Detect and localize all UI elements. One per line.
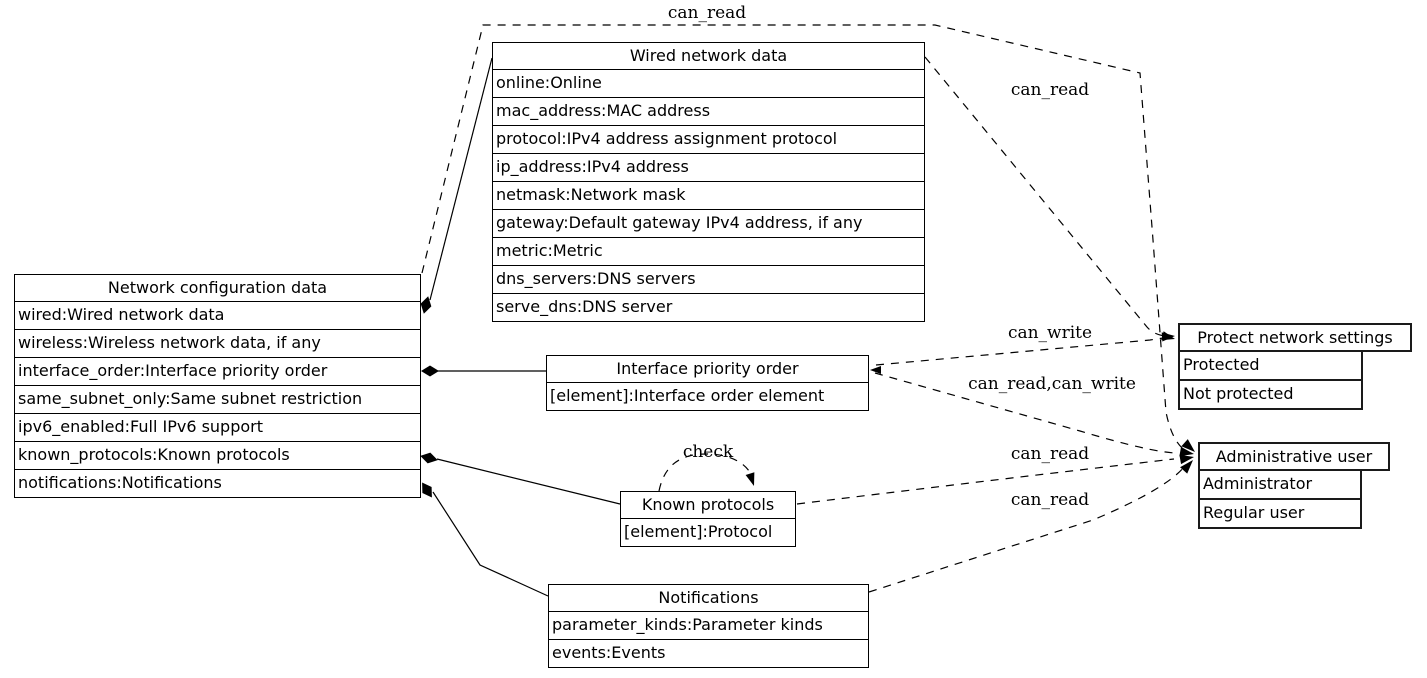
record-row: ipv6_enabled:Full IPv6 support xyxy=(14,414,421,442)
edge-can-read-known xyxy=(796,458,1175,505)
record-row: same_subnet_only:Same subnet restriction xyxy=(14,386,421,414)
node-body-known_protocols: [element]:Protocol xyxy=(620,519,796,547)
record-row: ip_address:IPv4 address xyxy=(492,154,925,182)
record-row: dns_servers:DNS servers xyxy=(492,266,925,294)
arrow-into-admin-2 xyxy=(1179,446,1194,457)
edge-label-can-read-notifications: can_read xyxy=(1010,490,1090,510)
node-title-known_protocols: Known protocols xyxy=(620,491,796,519)
record-row: wireless:Wireless network data, if any xyxy=(14,330,421,358)
edge-can-read-top xyxy=(421,24,1187,452)
record-row: Administrator xyxy=(1198,471,1362,500)
record-row: online:Online xyxy=(492,70,925,98)
node-title-wired_data: Wired network data xyxy=(492,42,925,70)
record-row: known_protocols:Known protocols xyxy=(14,442,421,470)
record-row: Regular user xyxy=(1198,500,1362,529)
record-row: events:Events xyxy=(548,640,869,668)
arrow-into-admin-4 xyxy=(1180,460,1193,474)
record-row: [element]:Interface order element xyxy=(546,383,869,411)
diamond-notifications xyxy=(422,482,432,498)
record-row: Not protected xyxy=(1178,381,1363,410)
edge-can-read-can-write xyxy=(874,372,1177,454)
node-title-network_config: Network configuration data xyxy=(14,274,421,302)
edge-can-read-notifications xyxy=(868,466,1185,593)
node-title-protect: Protect network settings xyxy=(1178,323,1412,352)
edge-label-can-read-can-write: can_read,can_write xyxy=(968,374,1136,394)
diamond-wired xyxy=(420,296,432,314)
edge-label-can-read-top: can_read xyxy=(667,3,747,23)
record-row: mac_address:MAC address xyxy=(492,98,925,126)
record-row: netmask:Network mask xyxy=(492,182,925,210)
arrow-into-admin-1 xyxy=(1181,439,1195,452)
edge-label-can-read-wired: can_read xyxy=(1010,80,1090,100)
node-title-interface_order: Interface priority order xyxy=(546,355,869,383)
edge-check-loop xyxy=(658,453,753,492)
node-interface-priority-order: Interface priority order[element]:Interf… xyxy=(546,355,869,411)
edge-notifications-composition xyxy=(432,491,549,597)
record-row: notifications:Notifications xyxy=(14,470,421,498)
record-row: serve_dns:DNS server xyxy=(492,294,925,322)
edge-known-composition xyxy=(436,458,621,505)
edge-can-write xyxy=(875,337,1164,366)
arrow-into-interface xyxy=(870,366,881,374)
record-row: Protected xyxy=(1178,352,1363,381)
edge-wired-composition xyxy=(429,57,493,301)
record-row: [element]:Protocol xyxy=(620,519,796,547)
arrow-into-admin-3 xyxy=(1179,454,1194,465)
arrow-into-protect-2 xyxy=(1161,332,1175,342)
record-row: protocol:IPv4 address assignment protoco… xyxy=(492,126,925,154)
record-row: parameter_kinds:Parameter kinds xyxy=(548,612,869,640)
diamond-known xyxy=(420,452,438,464)
edge-label-can-read-known: can_read xyxy=(1010,444,1090,464)
edge-label-can-write: can_write xyxy=(1007,323,1093,343)
diamond-interface xyxy=(421,365,439,377)
node-title-notifications: Notifications xyxy=(548,584,869,612)
edge-label-check: check xyxy=(682,442,734,462)
arrow-check xyxy=(745,472,755,486)
record-row: metric:Metric xyxy=(492,238,925,266)
record-row: interface_order:Interface priority order xyxy=(14,358,421,386)
node-title-admin_user: Administrative user xyxy=(1198,442,1390,471)
record-row: wired:Wired network data xyxy=(14,302,421,330)
edge-can-read-wired xyxy=(924,56,1165,337)
node-body-interface_order: [element]:Interface order element xyxy=(546,383,869,411)
node-known-protocols: Known protocols[element]:Protocol xyxy=(620,491,796,547)
record-row: gateway:Default gateway IPv4 address, if… xyxy=(492,210,925,238)
